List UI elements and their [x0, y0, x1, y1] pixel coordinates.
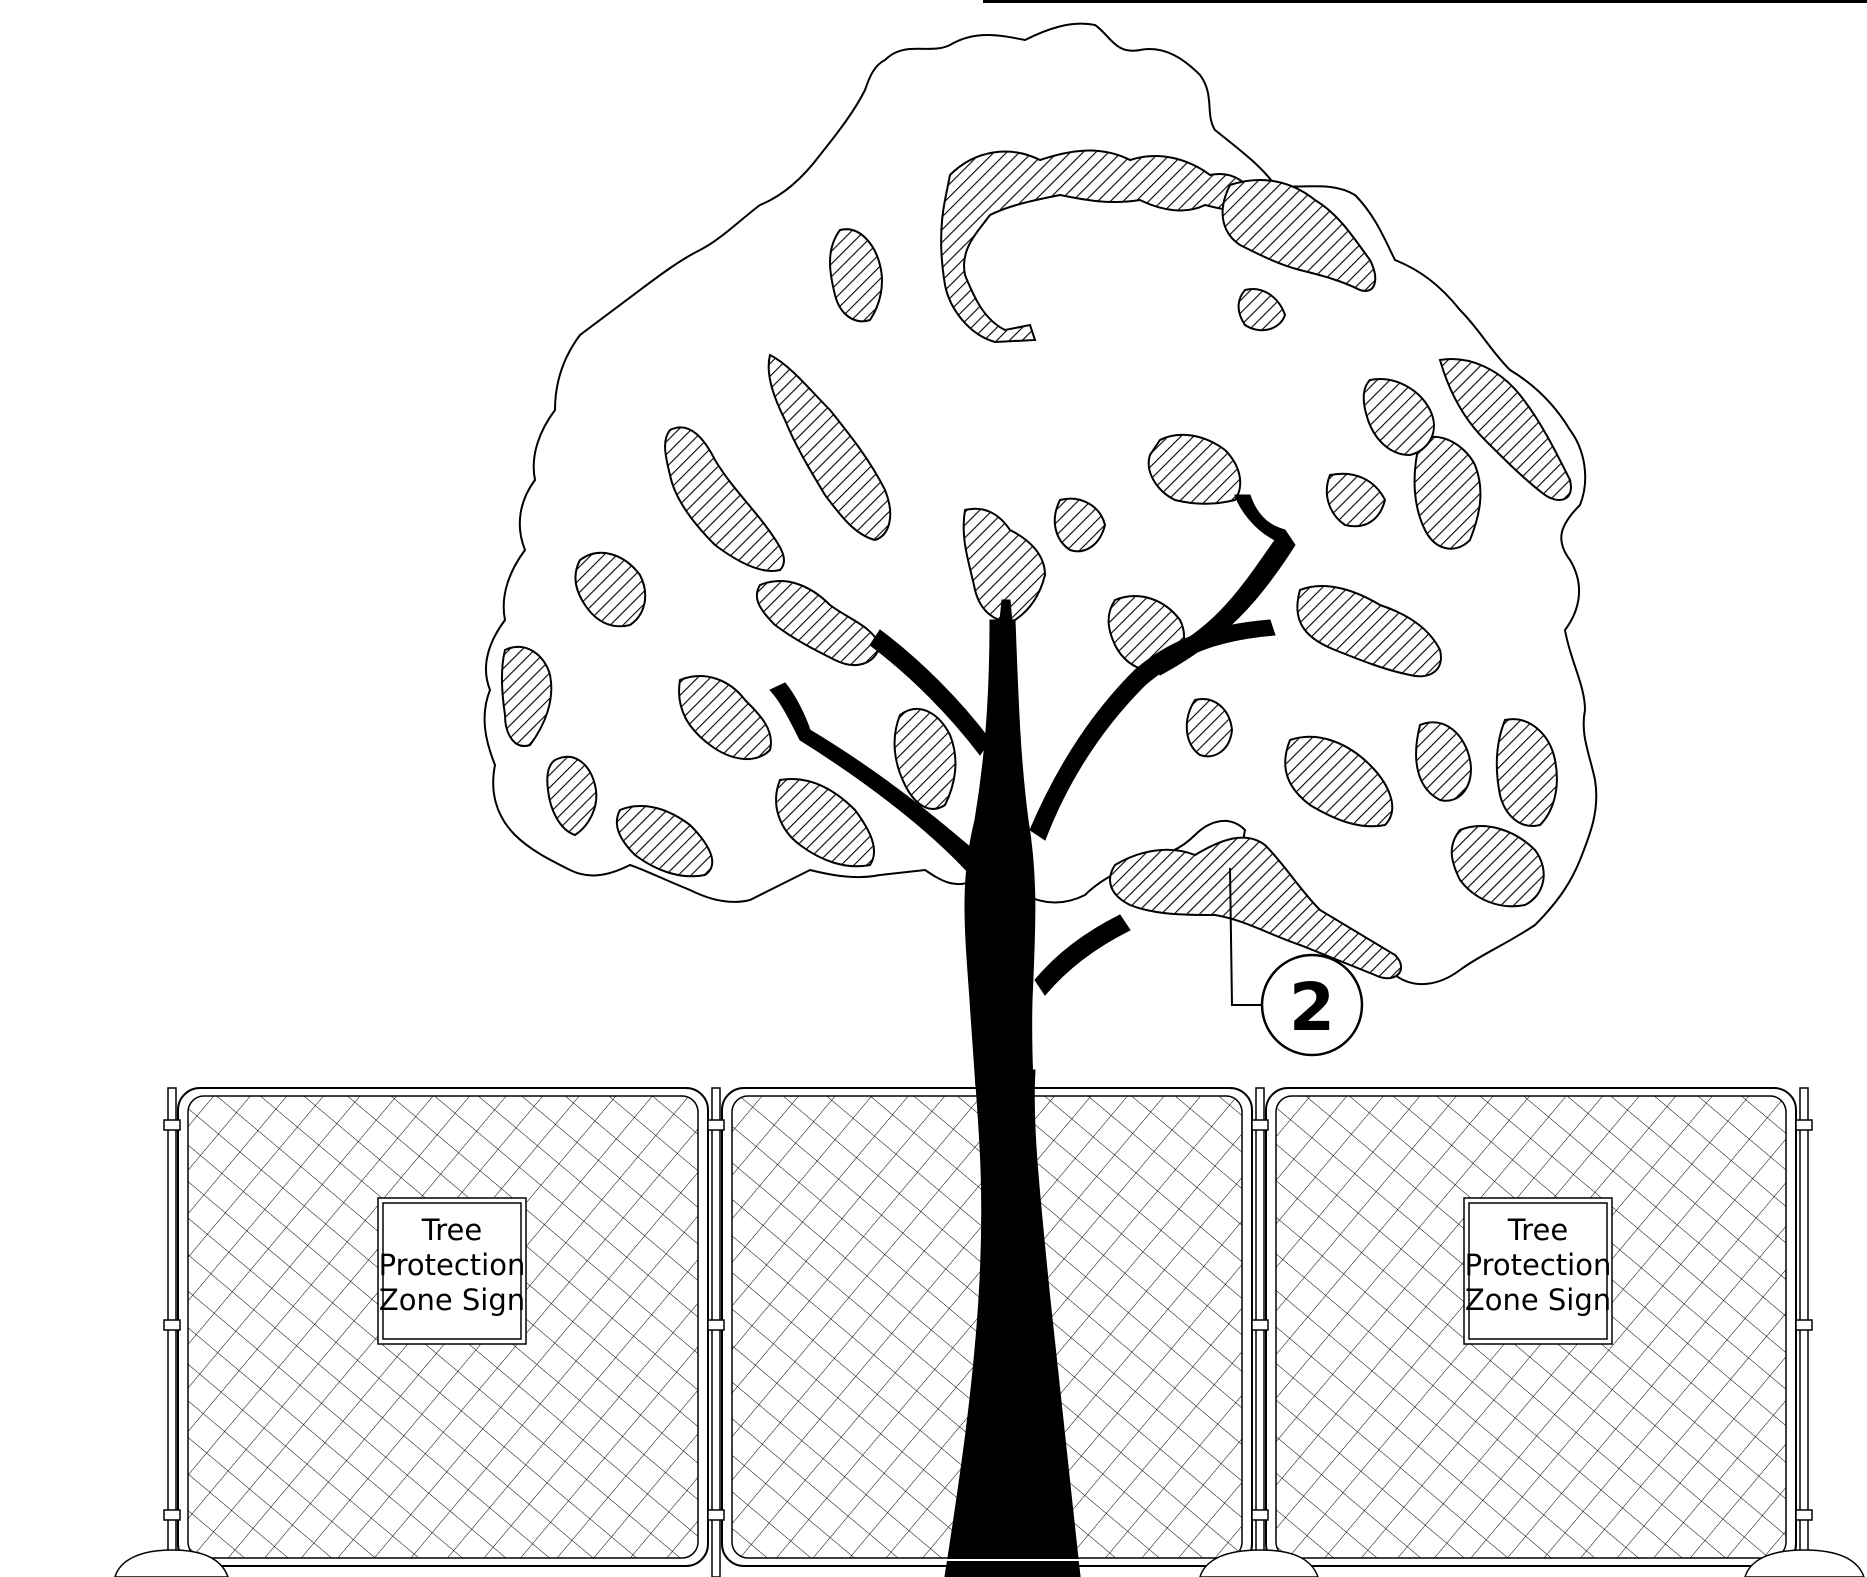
foliage-clump — [1450, 825, 1545, 908]
callout: 2 — [1229, 867, 1364, 1057]
tree-canopy — [483, 22, 1598, 986]
fence-post — [711, 1087, 721, 1577]
foliage-clump — [1221, 179, 1377, 292]
foliage-clump — [767, 353, 892, 542]
foliage-clump — [1495, 718, 1558, 827]
sign-line: Zone Sign — [379, 1283, 525, 1317]
foliage-clump — [940, 149, 1257, 344]
foliage-clump — [962, 507, 1047, 622]
sign-line: Protection — [379, 1248, 526, 1282]
branch — [869, 629, 991, 756]
branch — [999, 599, 1013, 623]
fence-bases — [114, 1549, 1865, 1577]
foliage-clump — [1296, 584, 1442, 678]
foliage-clump — [500, 645, 553, 747]
foliage-clump — [893, 708, 957, 810]
callout-leader-line — [1229, 867, 1262, 1006]
foliage-clump — [1415, 721, 1472, 802]
branch — [1149, 494, 1296, 676]
fence-post — [167, 1087, 177, 1577]
tree-protection-sign-left: Tree Protection Zone Sign — [377, 1197, 527, 1345]
foliage-clump — [664, 426, 785, 572]
fence-clamps — [163, 1119, 1813, 1521]
foliage-clump — [678, 675, 772, 761]
foliage-clump — [546, 755, 598, 837]
foliage-clump — [1053, 497, 1107, 553]
foliage-clump — [1237, 288, 1287, 332]
callout-number: 2 — [1289, 969, 1335, 1046]
branch — [769, 682, 986, 881]
branch — [1034, 914, 1131, 996]
sign-line: Tree — [421, 1213, 482, 1247]
sign-line: Zone Sign — [1465, 1283, 1611, 1317]
foliage-clump — [574, 551, 647, 628]
foliage-clump — [1325, 472, 1387, 528]
foliage-clump — [1147, 433, 1242, 505]
foliage-clump — [775, 778, 875, 868]
sign-line: Tree — [1507, 1213, 1568, 1247]
tree-protection-sign-right: Tree Protection Zone Sign — [1463, 1197, 1613, 1345]
foliage-clump — [1185, 698, 1234, 758]
foliage-clump — [829, 228, 883, 323]
fence-post — [1255, 1087, 1265, 1577]
foliage-clump — [1284, 735, 1394, 828]
trunk-lower — [944, 1069, 1081, 1577]
foliage-clump — [755, 580, 882, 666]
sign-line: Protection — [1465, 1248, 1612, 1282]
callout-bubble — [1260, 953, 1364, 1057]
foliage-clump — [1109, 836, 1402, 980]
fence-post — [1799, 1087, 1809, 1577]
foliage-clump — [1362, 378, 1435, 457]
foliage-clump — [1438, 358, 1572, 501]
foliage-clump — [615, 805, 714, 878]
foliage-clump — [1413, 435, 1482, 550]
